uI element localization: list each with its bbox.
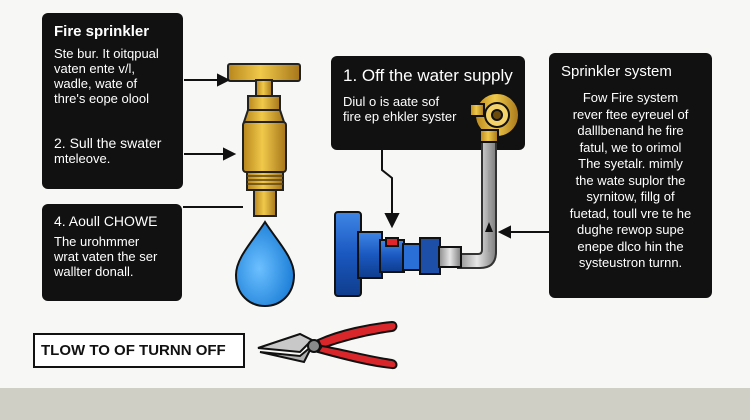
panel-title: 4. Aoull CHOWE [54, 213, 158, 229]
sprinkler-valve-icon [227, 63, 301, 217]
arrow-icon [497, 225, 549, 239]
panel-fire-sprinkler: Fire sprinkler Ste bur. It oitqpual vate… [42, 13, 183, 189]
pipe-icon [457, 137, 497, 269]
panel-line: mteleove. [54, 151, 111, 166]
panel-line: wallter donall. [54, 264, 134, 279]
panel-step-4: 4. Aoull CHOWE The urohmmer wrat vaten t… [42, 204, 182, 301]
panel-title: Sprinkler system [561, 63, 672, 80]
panel-title: 1. Off the water supply [343, 66, 513, 85]
step-2-title: 2. Sull the swater [54, 135, 162, 151]
panel-line: Fow Fire system [582, 90, 679, 105]
panel-line: dalllbenand he fire [577, 123, 684, 138]
panel-title: Fire sprinkler [54, 23, 150, 40]
panel-line: vaten ente v/l, [54, 61, 135, 76]
panel-line: fatul, we to orimol [579, 139, 682, 155]
panel-line: the wate suplor the [575, 172, 686, 188]
panel-line: fire ep ehkler syster [343, 109, 457, 124]
panel-line: Ste bur. It oitqpual [54, 46, 159, 61]
panel-line: enepe dlco hin the [577, 238, 684, 254]
sprinkler-head-icon [469, 92, 520, 143]
floor-strip [0, 388, 750, 420]
panel-line: dughe rewop supe [577, 222, 684, 237]
arrow-icon [381, 150, 400, 229]
panel-sprinkler-system: Sprinkler system Fow Fire system rever f… [549, 53, 712, 298]
panel-line: The urohmmer [54, 234, 140, 249]
panel-line: fuetad, toull vre te he [569, 205, 692, 221]
panel-line: The syetalr. mimly [578, 156, 683, 171]
panel-line: thre's eope olool [54, 91, 149, 106]
how-to-label: TLOW TO OF TURNN OFF [33, 333, 245, 368]
panel-line: systeustron turnn. [578, 255, 683, 270]
panel-line: wrat vaten the ser [54, 249, 158, 264]
arrow-icon [183, 73, 243, 208]
panel-line: rever ftee eyreuel of [572, 106, 689, 122]
panel-line: Diul o is aate sof [343, 94, 440, 109]
water-drop-icon [234, 220, 296, 308]
pliers-icon [257, 320, 398, 370]
panel-line: syrnitow, fillg of [586, 189, 675, 204]
panel-line: wadle, wate of [54, 76, 138, 91]
shutoff-valve-icon [334, 211, 462, 297]
